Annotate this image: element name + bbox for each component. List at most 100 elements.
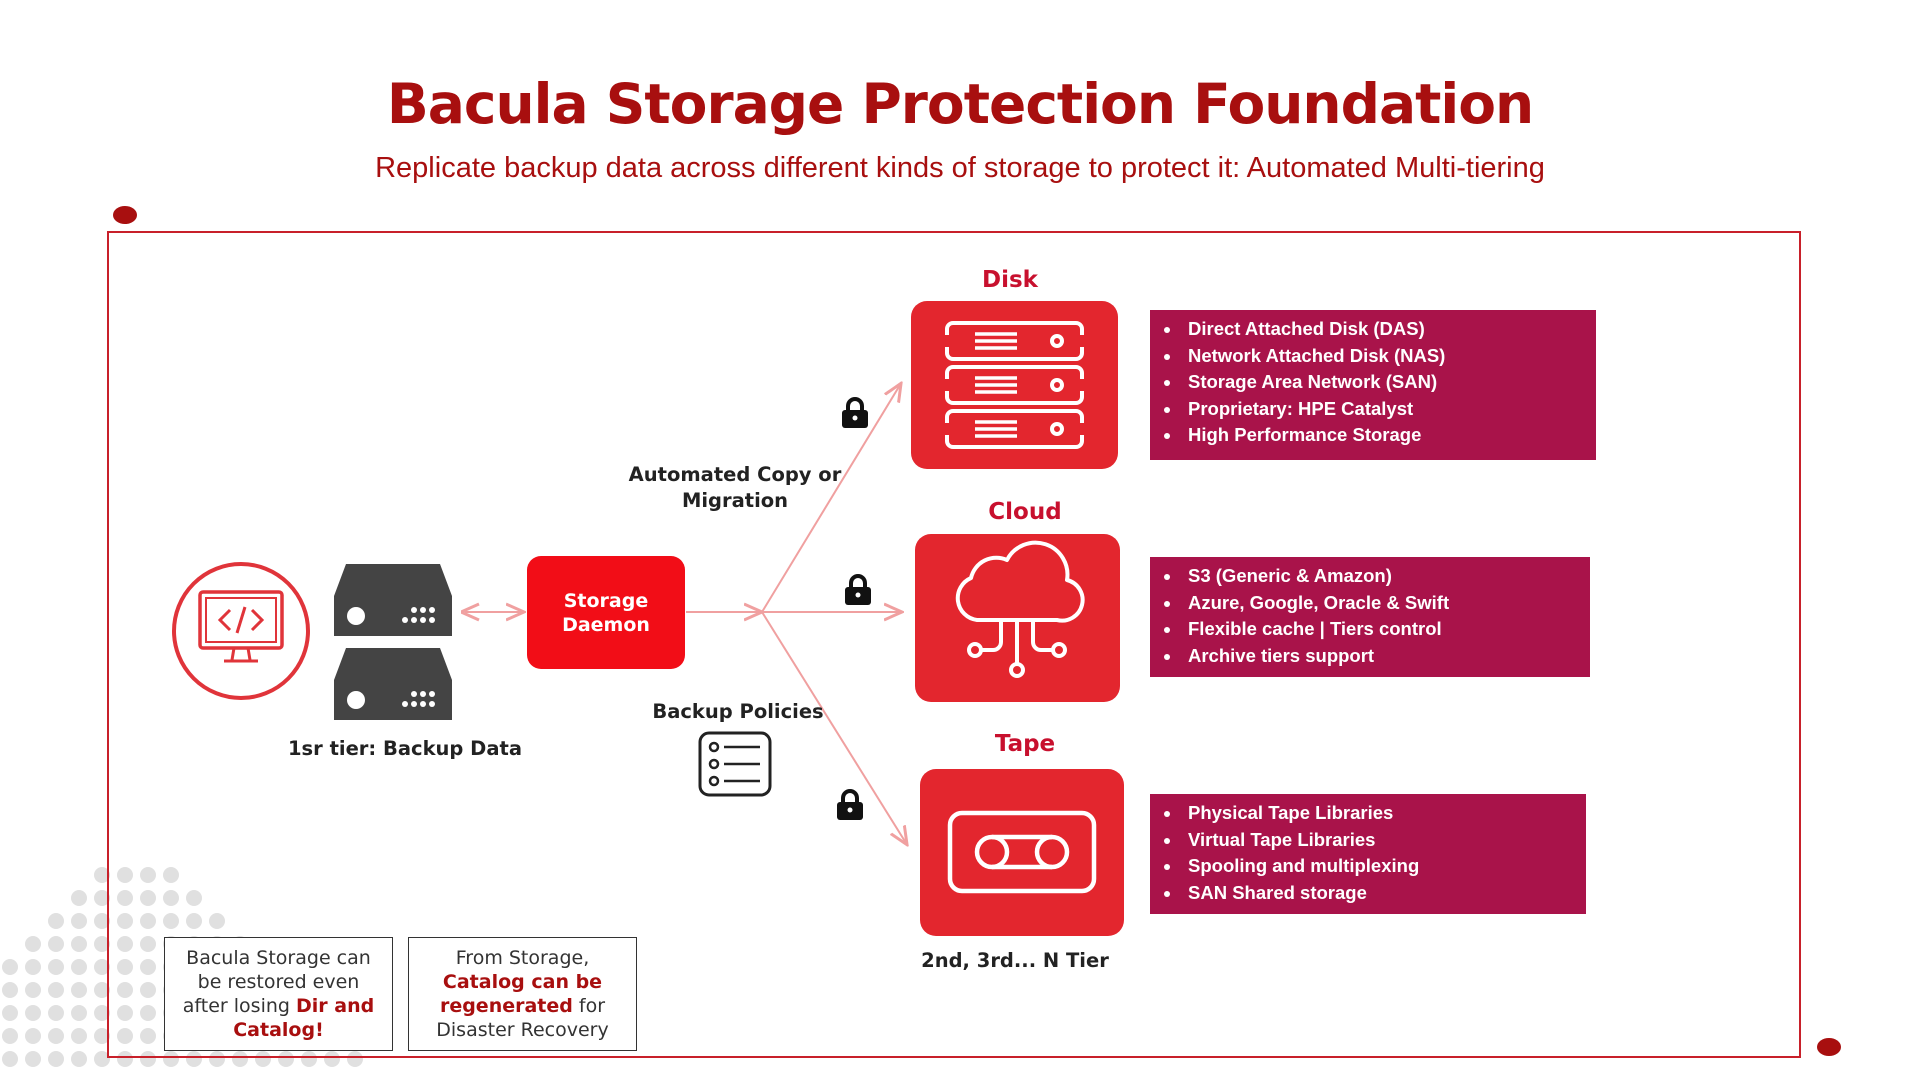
decorative-dot [117,936,133,952]
decorative-dot [209,913,225,929]
decorative-dot [163,1051,179,1067]
restore-note-line: Bacula Storage can [186,947,371,969]
page-title: Bacula Storage Protection Foundation [386,72,1534,136]
decorative-dot [25,1005,41,1021]
decorative-dot [71,1051,87,1067]
tier-label-tape: Tape [994,731,1056,757]
decorative-dot [71,913,87,929]
disk-item: High Performance Storage [1182,422,1586,449]
decorative-dot [140,890,156,906]
page-subtitle: Replicate backup data across different k… [375,152,1545,184]
decorative-dot [94,867,110,883]
cloud-item: Archive tiers support [1182,643,1580,670]
decorative-dot [140,936,156,952]
decorative-dot [25,959,41,975]
server-icon [334,564,452,720]
decorative-dot [140,1051,156,1067]
hub-disk-connector [761,385,900,613]
lock-icon-cloud [845,574,871,605]
decorative-dot [48,1005,64,1021]
disk-info-box: Direct Attached Disk (DAS) Network Attac… [1150,310,1596,460]
diagram-frame [107,231,1801,1058]
decorative-dot [25,936,41,952]
decorative-dot [140,982,156,998]
list-icon [698,731,772,797]
decorative-dot [140,913,156,929]
restore-note-highlight: Dir and [296,995,375,1017]
restore-note-line: be restored even [197,971,360,993]
catalog-note-highlight: regenerated [439,995,573,1017]
catalog-note-text: for [572,995,606,1017]
decorative-dot [2,959,18,975]
disk-rack-icon [941,321,1088,449]
decorative-dot [117,982,133,998]
decorative-dot [347,1051,363,1067]
decorative-dot [48,1028,64,1044]
decorative-dot [117,1005,133,1021]
lock-icon-tape [837,789,863,820]
decorative-dot [140,1028,156,1044]
decorative-dot [25,982,41,998]
decorative-dot [25,1051,41,1067]
catalog-note-line: From Storage, [455,947,590,969]
decorative-dot [71,890,87,906]
restore-note-line: after losing Dir and [165,994,392,1018]
source-tier-label: 1sr tier: Backup Data [287,737,523,760]
decorative-dot [186,890,202,906]
decorative-dot [48,982,64,998]
decorative-dot [94,1005,110,1021]
restore-note-highlight: Catalog! [233,1019,324,1041]
storage-daemon-label-line1: Storage [563,589,649,612]
copy-migration-label-line1: Automated Copy or [628,463,842,486]
decorative-dot [255,1051,271,1067]
tape-item: Spooling and multiplexing [1182,853,1576,880]
tape-icon [947,810,1097,894]
decorative-dot [117,1028,133,1044]
decorative-dot [117,913,133,929]
decorative-dot [140,959,156,975]
cloud-info-box: S3 (Generic & Amazon) Azure, Google, Ora… [1150,557,1590,677]
cloud-tile [915,534,1120,702]
disk-tile [911,301,1118,469]
decorative-dot [232,1051,248,1067]
tier-label-cloud: Cloud [988,499,1062,525]
decorative-dot [94,982,110,998]
decorative-dot [209,1051,225,1067]
decorative-dot [163,913,179,929]
backup-policies-label: Backup Policies [652,700,824,723]
lock-icon-disk [842,397,868,428]
decorative-dot [163,867,179,883]
decorative-dot [71,936,87,952]
disk-item: Proprietary: HPE Catalyst [1182,396,1586,423]
decorative-dot [48,936,64,952]
copy-migration-label-line2: Migration [681,489,789,512]
decorative-dot [48,959,64,975]
decorative-dot [117,959,133,975]
decorative-dot [186,1051,202,1067]
catalog-note: From Storage, Catalog can be regenerated… [408,937,637,1051]
decorative-dot [301,1051,317,1067]
catalog-note-line: Disaster Recovery [436,1019,609,1041]
decorative-dot [71,1028,87,1044]
decorative-dot [94,1051,110,1067]
decorative-dot [94,890,110,906]
restore-note-text: after losing [182,995,296,1017]
decorative-dot [71,1005,87,1021]
disk-item: Direct Attached Disk (DAS) [1182,316,1586,343]
disk-item: Storage Area Network (SAN) [1182,369,1586,396]
monitor-code-icon [172,562,310,700]
n-tier-label: 2nd, 3rd... N Tier [921,949,1109,972]
decorative-dot [278,1051,294,1067]
tape-tile [920,769,1124,936]
storage-daemon-label-line2: Daemon [562,613,650,636]
decorative-dot [163,890,179,906]
hub-tape-connector [761,611,906,843]
decorative-dot [48,913,64,929]
decorative-dot [94,913,110,929]
decorative-dot [2,1051,18,1067]
decorative-dot [2,1005,18,1021]
cloud-item: Flexible cache | Tiers control [1182,616,1580,643]
disk-item: Network Attached Disk (NAS) [1182,343,1586,370]
decorative-dot [71,982,87,998]
